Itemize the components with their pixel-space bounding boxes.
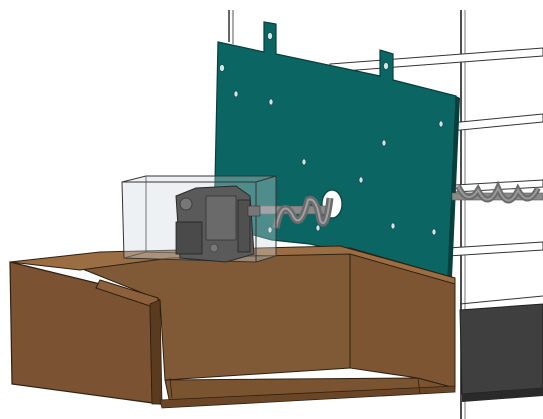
mounting-holes [219, 32, 444, 236]
collection-bin [459, 303, 543, 402]
auger-screw-rear [451, 180, 543, 204]
motor [175, 185, 261, 263]
wooden-box [9, 245, 456, 409]
